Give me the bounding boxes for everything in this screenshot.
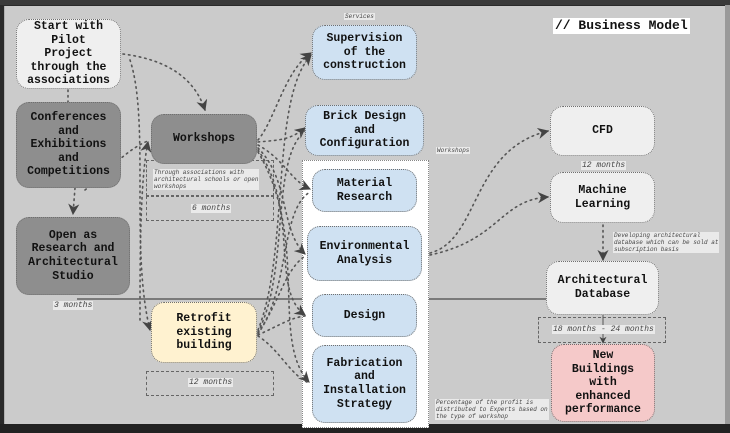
node-brick-design[interactable]: Brick Design and Configuration [305,105,424,156]
node-supervision[interactable]: Supervision of the construction [312,25,417,80]
retrofit-duration-label: 12 months [188,378,234,387]
node-retrofit[interactable]: Retrofit existing building [151,302,257,363]
node-environmental-analysis[interactable]: Environmental Analysis [307,226,422,281]
workshops-desc-label: Through associations with architectural … [153,169,260,190]
node-start-pilot[interactable]: Start with Pilot Project through the ass… [16,19,121,89]
workshops-duration-label: 6 months [191,204,232,213]
node-conferences[interactable]: Conferences and Exhibitions and Competit… [16,102,121,188]
node-fabrication[interactable]: Fabrication and Installation Strategy [312,345,417,423]
workshops-note-label: Workshops [436,147,471,154]
database-desc-label: Developing architectural database which … [613,232,720,253]
top-bar [0,0,730,5]
diagram-title: // Business Model [553,18,690,34]
node-open-studio[interactable]: Open as Research and Architectural Studi… [16,217,130,295]
canvas-right-edge [725,5,730,425]
cfd-duration-label: 12 months [581,161,627,170]
node-cfd[interactable]: CFD [550,106,655,156]
node-machine-learning[interactable]: Machine Learning [550,172,655,223]
services-label: Services [344,13,375,20]
node-new-buildings[interactable]: New Buildings with enhanced performance [551,344,655,422]
bottom-bar [0,424,730,433]
studio-duration-label: 3 months [53,301,94,310]
database-duration-label: 18 months - 24 months [552,325,655,334]
node-design[interactable]: Design [312,294,417,337]
profit-note-label: Percentage of the profit is distributed … [435,399,549,420]
node-workshops[interactable]: Workshops [151,114,257,164]
node-material-research[interactable]: Material Research [312,169,417,212]
node-architectural-database[interactable]: Architectural Database [546,261,659,315]
